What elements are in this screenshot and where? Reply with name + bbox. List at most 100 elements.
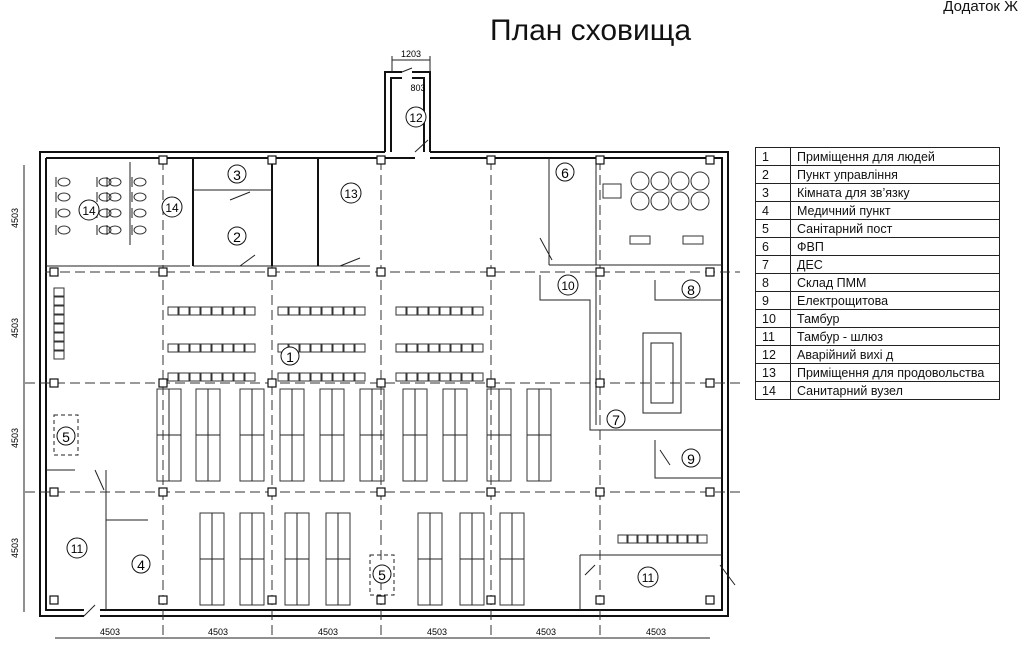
seat [343, 306, 355, 316]
seat [697, 534, 708, 544]
structural-column [267, 155, 277, 165]
seat [439, 372, 451, 382]
seat [167, 343, 179, 353]
room-label: 14 [165, 201, 179, 215]
bunk-bed [417, 512, 443, 606]
structural-column [158, 378, 168, 388]
room-label: 5 [62, 429, 70, 445]
bunk-bed [199, 512, 225, 606]
legend-number: 14 [755, 381, 791, 400]
seat [310, 372, 322, 382]
seat [299, 372, 311, 382]
seat [439, 343, 451, 353]
structural-column [705, 487, 715, 497]
seat [657, 534, 668, 544]
legend-number: 2 [755, 165, 791, 184]
legend-number: 10 [755, 309, 791, 328]
dimension-label: 4503 [536, 627, 556, 637]
bunk-bed [195, 388, 221, 482]
seat [461, 306, 473, 316]
seat [450, 343, 462, 353]
seat [288, 372, 300, 382]
seat [332, 343, 344, 353]
legend-number: 4 [755, 201, 791, 220]
seat [211, 343, 223, 353]
toilet-icon [133, 208, 147, 218]
structural-column [49, 267, 59, 277]
bunk-bed [279, 388, 305, 482]
seat [667, 534, 678, 544]
seat [53, 323, 65, 333]
legend-room-name: Електрощитова [790, 291, 1000, 310]
structural-column [595, 267, 605, 277]
structural-column [705, 267, 715, 277]
seat [406, 343, 418, 353]
room-label: 3 [233, 167, 241, 183]
diesel-generator [642, 332, 682, 414]
legend-number: 5 [755, 219, 791, 238]
dimension-label: 4503 [646, 627, 666, 637]
room-label: 13 [344, 187, 358, 201]
fan-unit [682, 235, 704, 245]
room-label: 5 [378, 567, 386, 583]
structural-columns [49, 155, 715, 605]
seat [395, 343, 407, 353]
dimension-label: 4503 [10, 538, 20, 558]
bunk-bed [319, 388, 345, 482]
room-label: 9 [687, 451, 695, 467]
toilet-icon [98, 177, 112, 187]
seat [395, 372, 407, 382]
seat [167, 306, 179, 316]
bunk-bed [486, 388, 512, 482]
structural-column [376, 267, 386, 277]
seat [299, 306, 311, 316]
structural-column [376, 155, 386, 165]
structural-column [486, 378, 496, 388]
seat [189, 372, 201, 382]
legend-room-name: Приміщення для людей [790, 147, 1000, 166]
seat [417, 372, 429, 382]
seat [343, 343, 355, 353]
filter-unit-icon [670, 191, 690, 211]
seat [687, 534, 698, 544]
toilet-fixtures [55, 177, 147, 235]
toilet-icon [108, 225, 122, 235]
seat [53, 314, 65, 324]
seat [222, 372, 234, 382]
seat [428, 372, 440, 382]
room-label: 2 [233, 229, 241, 245]
legend-number: 11 [755, 327, 791, 346]
dimension-label: 4503 [10, 428, 20, 448]
seat [354, 343, 366, 353]
filter-unit-icon [670, 171, 690, 191]
structural-column [705, 595, 715, 605]
seat [167, 372, 179, 382]
legend-room-name: Склад ПММ [790, 273, 1000, 292]
toilet-icon [133, 177, 147, 187]
legend-room-name: Аварійний вихі д [790, 345, 1000, 364]
toilet-icon [98, 225, 112, 235]
seat [395, 306, 407, 316]
seat [332, 306, 344, 316]
seat [277, 306, 289, 316]
structural-column [49, 378, 59, 388]
seat [472, 343, 484, 353]
seat [178, 343, 190, 353]
fan-unit [602, 183, 622, 199]
room-label: 1 [286, 349, 294, 365]
filter-unit-icon [650, 191, 670, 211]
legend-room-name: Кімната для зв’язку [790, 183, 1000, 202]
benches-and-bunks [53, 287, 708, 606]
filter-ventilation-units [602, 171, 710, 245]
legend-number: 6 [755, 237, 791, 256]
structural-column [595, 378, 605, 388]
seat [332, 372, 344, 382]
